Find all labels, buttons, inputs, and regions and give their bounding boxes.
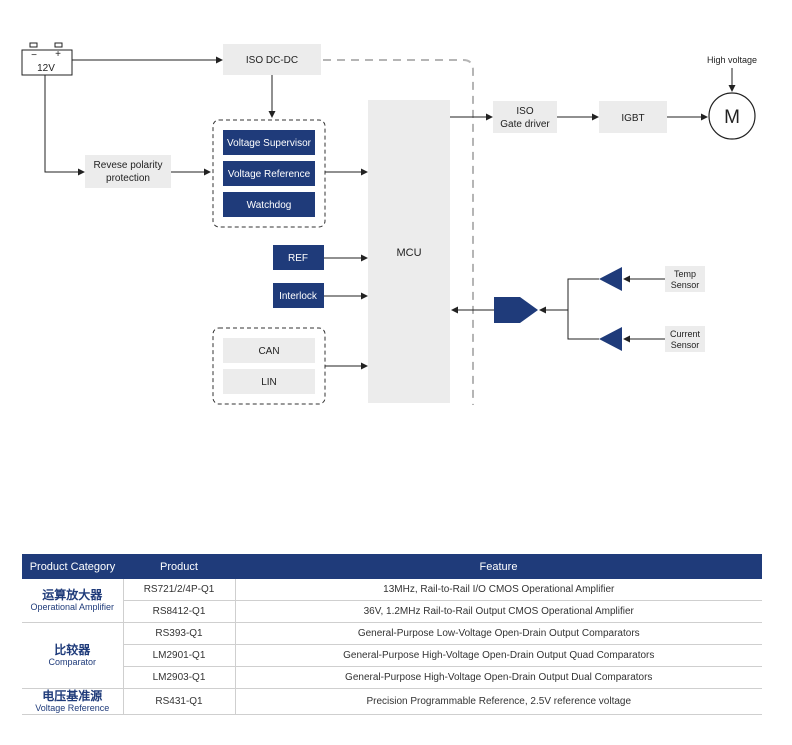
category-en: Operational Amplifier	[30, 602, 115, 612]
can-label: CAN	[258, 346, 279, 357]
adc-icon	[494, 297, 538, 323]
table-row: RS8412-Q1 36V, 1.2MHz Rail-to-Rail Outpu…	[22, 600, 762, 623]
iso-dcdc-label: ISO DC-DC	[246, 55, 298, 66]
wire-battery-reverse	[44, 75, 85, 176]
category-en: Comparator	[48, 657, 97, 667]
category-cell: 运算放大器 Operational Amplifier	[22, 579, 123, 623]
table-header-row: Product Category Product Feature	[22, 554, 762, 579]
igbt-box	[599, 101, 667, 133]
product-cell: RS393-Q1	[122, 622, 236, 645]
category-cn: 运算放大器	[42, 588, 103, 602]
gate-driver-box	[493, 101, 557, 133]
isolation-barrier	[323, 59, 474, 405]
wire-branch-vertical	[567, 278, 599, 340]
voltage-reference-box	[223, 161, 315, 186]
watchdog-box	[223, 192, 315, 217]
product-cell: LM2903-Q1	[122, 666, 236, 689]
category-cell: 比较器 Comparator	[22, 622, 123, 689]
interlock-label: Interlock	[279, 291, 318, 302]
table-row: 运算放大器 Operational Amplifier RS721/2/4P-Q…	[22, 579, 762, 623]
voltage-supervisor-box	[223, 130, 315, 155]
temp-sensor-line1: Temp	[674, 269, 696, 279]
lin-box	[223, 369, 315, 394]
product-cell: RS431-Q1	[122, 688, 236, 715]
current-amplifier-icon	[599, 327, 622, 351]
reverse-polarity-line1: Revese polarity	[94, 160, 163, 171]
supervisor-group	[212, 119, 326, 228]
table-row: LM2903-Q1 General-Purpose High-Voltage O…	[22, 666, 762, 689]
current-sensor-box	[665, 326, 705, 352]
temp-sensor-line2: Sensor	[671, 280, 700, 290]
motor-label: M	[724, 107, 740, 128]
battery-minus: −	[31, 50, 37, 61]
battery-plus: +	[55, 49, 61, 60]
voltage-reference-label: Voltage Reference	[228, 169, 311, 180]
header-category: Product Category	[22, 554, 123, 579]
temp-sensor-box	[665, 266, 705, 292]
mcu-label: MCU	[396, 247, 421, 259]
interlock-box	[273, 283, 324, 308]
voltage-supervisor-label: Voltage Supervisor	[227, 138, 312, 149]
watchdog-label: Watchdog	[247, 200, 292, 211]
feature-cell: General-Purpose High-Voltage Open-Drain …	[235, 666, 762, 689]
category-cn: 电压基准源	[42, 689, 103, 703]
high-voltage-label: High voltage	[707, 55, 757, 65]
battery-voltage: 12V	[37, 63, 55, 74]
iso-dcdc-box	[223, 44, 321, 75]
can-box	[223, 338, 315, 363]
gate-driver-line1: ISO	[516, 106, 533, 117]
category-cell: 电压基准源 Voltage Reference	[22, 688, 123, 715]
table-row: LM2901-Q1 General-Purpose High-Voltage O…	[22, 644, 762, 667]
ref-box	[273, 245, 324, 270]
table-row: 电压基准源 Voltage Reference RS431-Q1 Precisi…	[22, 688, 762, 715]
category-en: Voltage Reference	[35, 703, 110, 713]
igbt-label: IGBT	[621, 113, 644, 124]
product-cell: RS8412-Q1	[122, 600, 236, 623]
feature-cell: General-Purpose Low-Voltage Open-Drain O…	[235, 622, 762, 645]
header-feature: Feature	[235, 554, 762, 579]
product-cell: LM2901-Q1	[122, 644, 236, 667]
gate-driver-line2: Gate driver	[500, 119, 550, 130]
table-row: 比较器 Comparator RS393-Q1 General-Purpose …	[22, 622, 762, 689]
mcu-box	[368, 100, 450, 403]
block-diagram: − + 12V ISO DC-DC Revese polarity protec…	[21, 42, 757, 405]
feature-cell: Precision Programmable Reference, 2.5V r…	[235, 688, 762, 715]
current-sensor-line2: Sensor	[671, 340, 700, 350]
header-product: Product	[123, 554, 235, 579]
feature-cell: General-Purpose High-Voltage Open-Drain …	[235, 644, 762, 667]
motor-icon	[708, 92, 756, 140]
feature-cell: 13MHz, Rail-to-Rail I/O CMOS Operational…	[235, 579, 762, 601]
current-sensor-line1: Current	[670, 329, 701, 339]
category-cn: 比较器	[54, 643, 91, 657]
lin-label: LIN	[261, 377, 277, 388]
reverse-polarity-box	[85, 155, 171, 188]
feature-cell: 36V, 1.2MHz Rail-to-Rail Output CMOS Ope…	[235, 600, 762, 623]
temp-amplifier-icon	[599, 267, 622, 291]
ref-label: REF	[288, 253, 308, 264]
reverse-polarity-line2: protection	[106, 173, 150, 184]
product-cell: RS721/2/4P-Q1	[122, 579, 236, 601]
product-table: Product Category Product Feature 运算放大器 O…	[22, 554, 762, 715]
battery: − + 12V	[21, 42, 73, 76]
